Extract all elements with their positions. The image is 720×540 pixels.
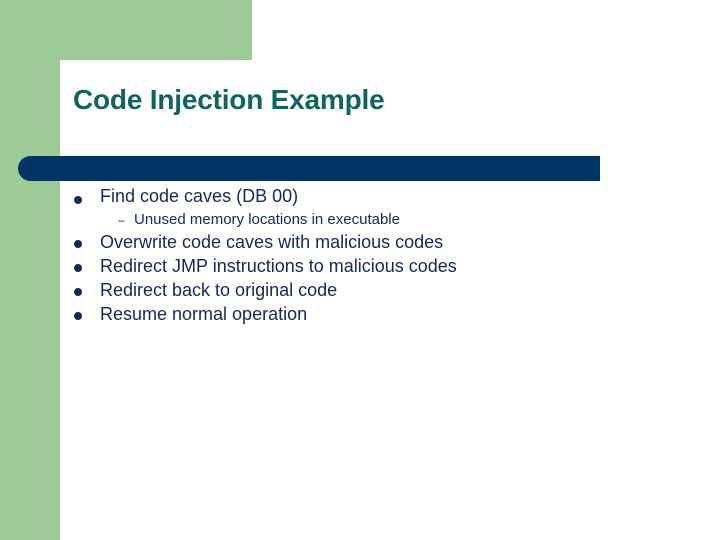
bullet-icon: [74, 264, 82, 272]
bullet-item: Redirect back to original code: [100, 280, 338, 300]
bullet-item: Find code caves (DB 00): [100, 186, 299, 206]
bullet-icon: [74, 288, 82, 296]
bullet-item: Resume normal operation: [100, 304, 308, 324]
bullet-icon: [74, 240, 82, 248]
dash-icon: –: [118, 213, 125, 227]
title-divider-bar: [18, 156, 600, 181]
bullet-icon: [74, 312, 82, 320]
green-accent-left: [0, 0, 60, 540]
content-panel: [60, 60, 720, 540]
slide-title: Code Injection Example: [73, 84, 385, 115]
sub-bullet-item: Unused memory locations in executable: [134, 211, 400, 228]
bullet-icon: [74, 196, 82, 204]
bullet-item: Overwrite code caves with malicious code…: [100, 232, 444, 252]
bullet-item: Redirect JMP instructions to malicious c…: [100, 256, 457, 276]
